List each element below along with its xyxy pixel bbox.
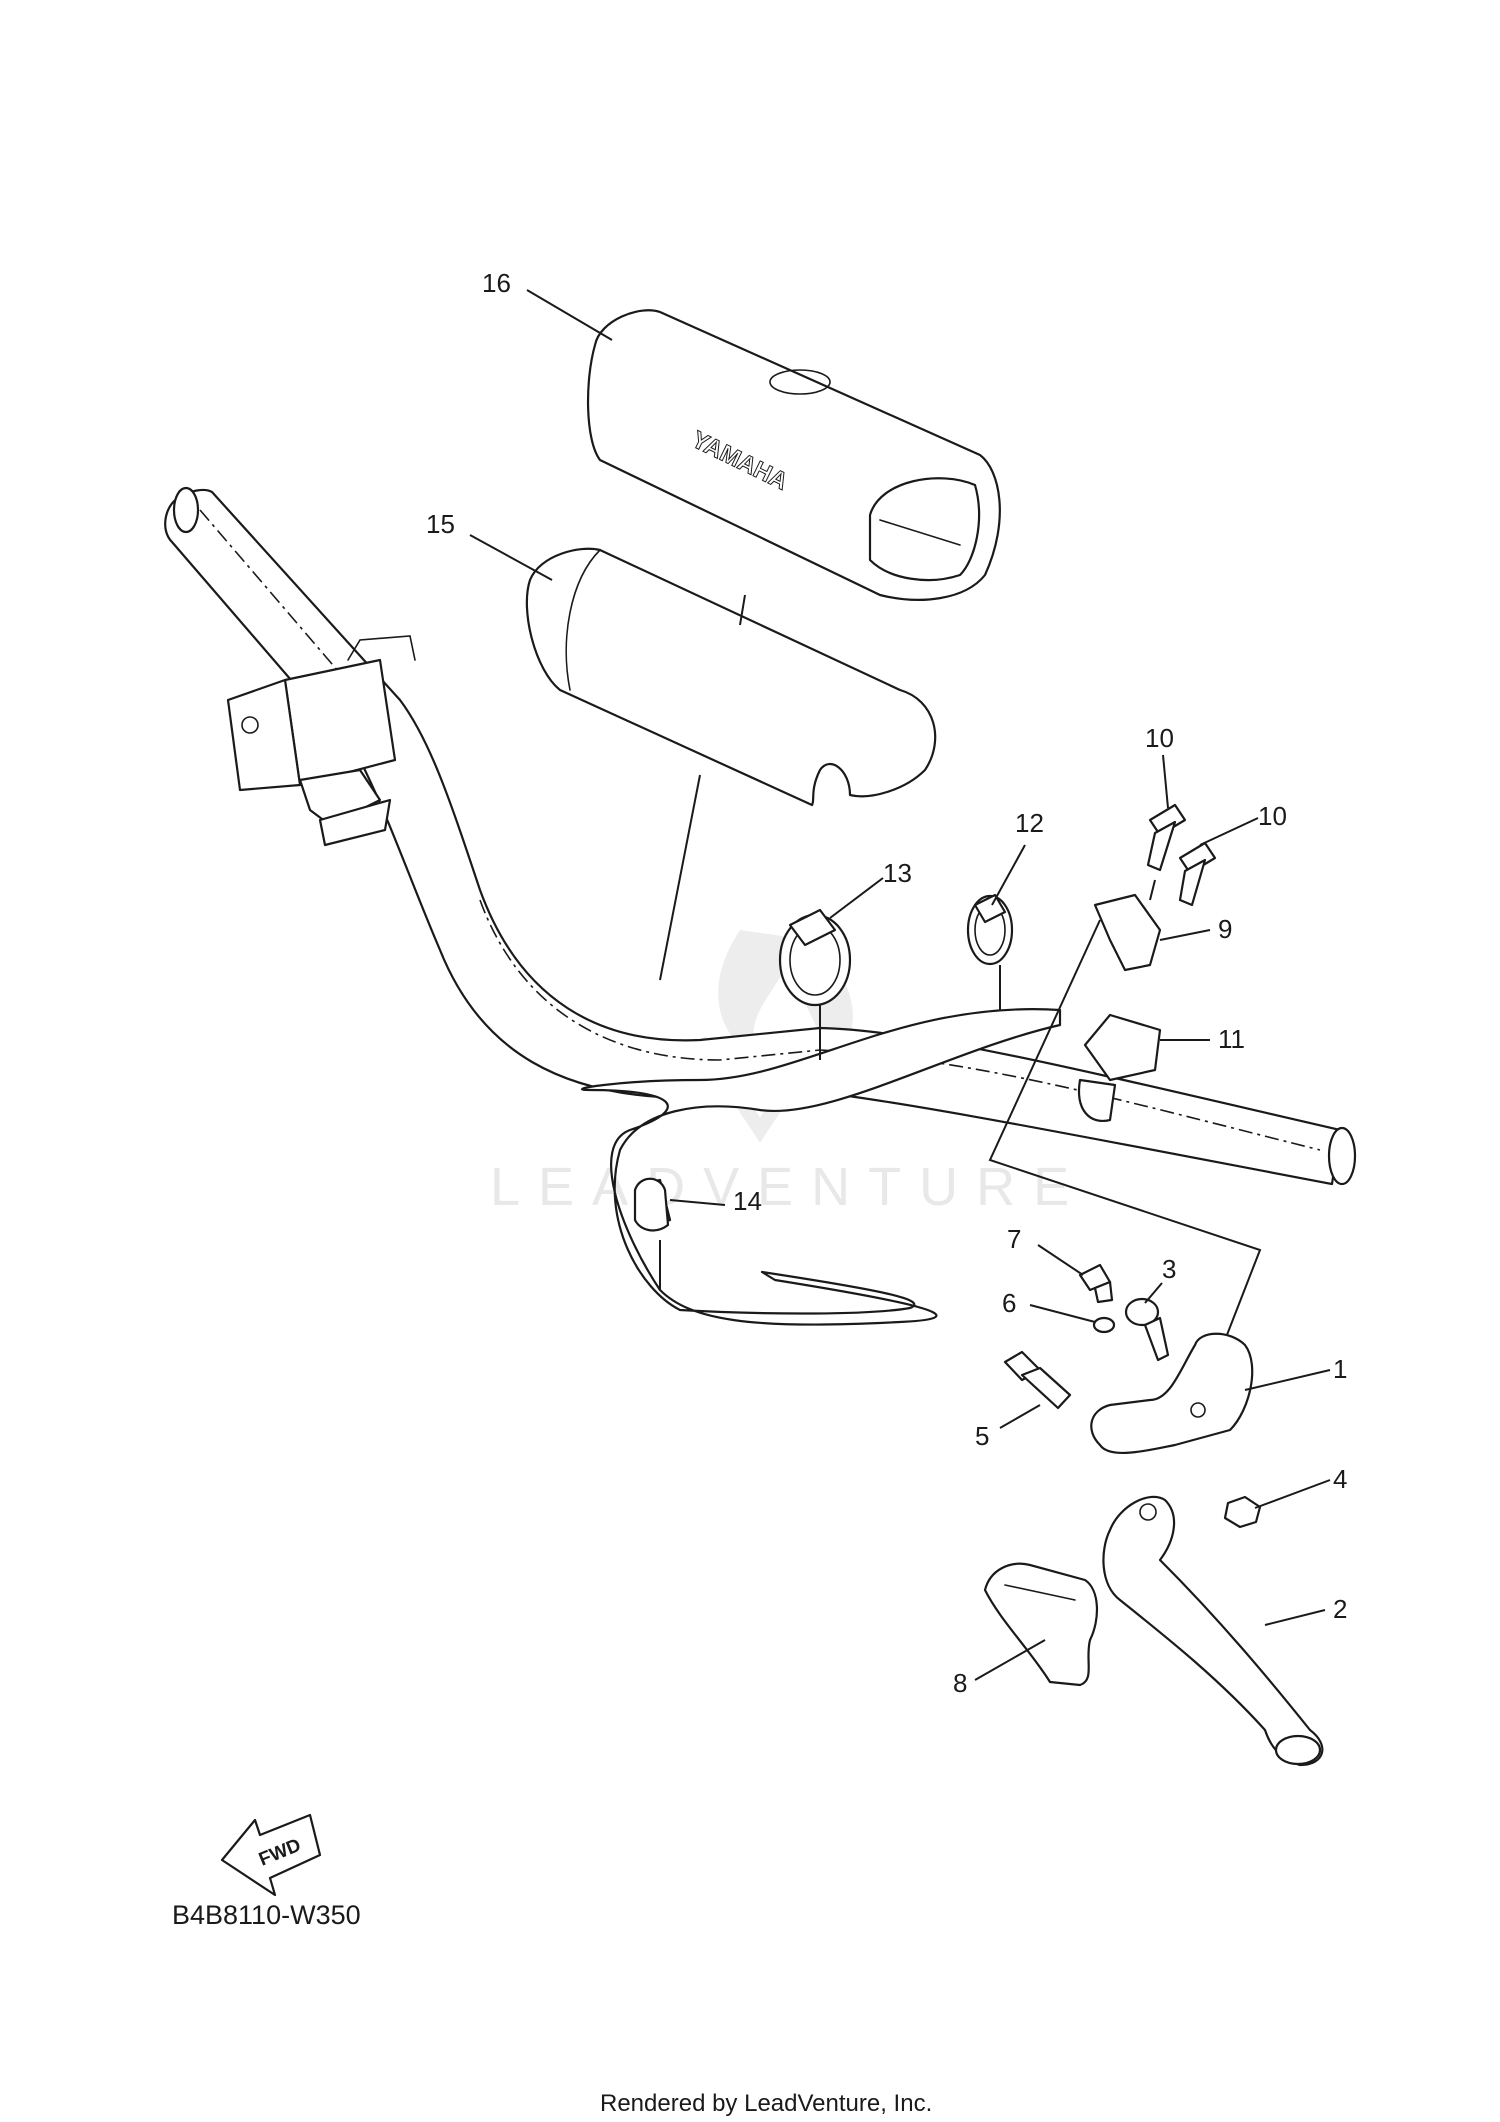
callout-10b: 10 (1258, 801, 1287, 831)
part-11-clamp (1077, 1013, 1162, 1123)
callout-8: 8 (953, 1668, 967, 1698)
callouts: 1 2 3 4 5 6 7 8 9 10 10 11 12 13 14 15 1… (426, 268, 1347, 1698)
left-switch-housing (226, 635, 416, 847)
diagram-code: B4B8110-W350 (172, 1900, 361, 1930)
part-2-clutch-lever (1102, 1495, 1324, 1767)
callout-14: 14 (733, 1186, 762, 1216)
callout-6: 6 (1002, 1288, 1016, 1318)
part-10-bolts (1146, 803, 1217, 907)
part-15-crossbar-pad (525, 547, 937, 807)
callout-3: 3 (1162, 1254, 1176, 1284)
part-6-washer (1092, 1316, 1116, 1334)
watermark-text: LEADVENTURE (490, 1157, 1087, 1217)
footer-credit: Rendered by LeadVenture, Inc. (600, 2090, 933, 2117)
callout-leaders (469, 289, 1331, 1681)
part-1-lever-holder (1090, 1332, 1254, 1455)
callout-7: 7 (1007, 1224, 1021, 1254)
part-9-clip (1093, 893, 1162, 972)
part-7-bolt (1078, 1263, 1114, 1304)
callout-13: 13 (883, 858, 912, 888)
part-4-nut (1223, 1495, 1262, 1529)
callout-16: 16 (482, 268, 511, 298)
callout-2: 2 (1333, 1594, 1347, 1624)
part-3-pivot-bolt (1124, 1297, 1170, 1362)
callout-1: 1 (1333, 1354, 1347, 1384)
part-8-lever-cover (983, 1562, 1099, 1687)
reference-lines (659, 594, 1262, 1341)
callout-12: 12 (1015, 808, 1044, 838)
fwd-arrow-icon: FWD (220, 1813, 322, 1897)
callout-11: 11 (1218, 1024, 1245, 1054)
part-16-pad-cover: YAMAHA (586, 309, 1001, 601)
callout-10a: 10 (1145, 723, 1174, 753)
part-5-adjuster (1003, 1350, 1072, 1410)
callout-4: 4 (1333, 1464, 1347, 1494)
callout-9: 9 (1218, 914, 1232, 944)
part-13-band (778, 908, 852, 1007)
part-14-cable-holder (633, 1177, 670, 1232)
handlebar (164, 486, 1357, 1186)
callout-5: 5 (975, 1421, 989, 1451)
callout-15: 15 (426, 509, 455, 539)
part-12-band (966, 893, 1014, 966)
